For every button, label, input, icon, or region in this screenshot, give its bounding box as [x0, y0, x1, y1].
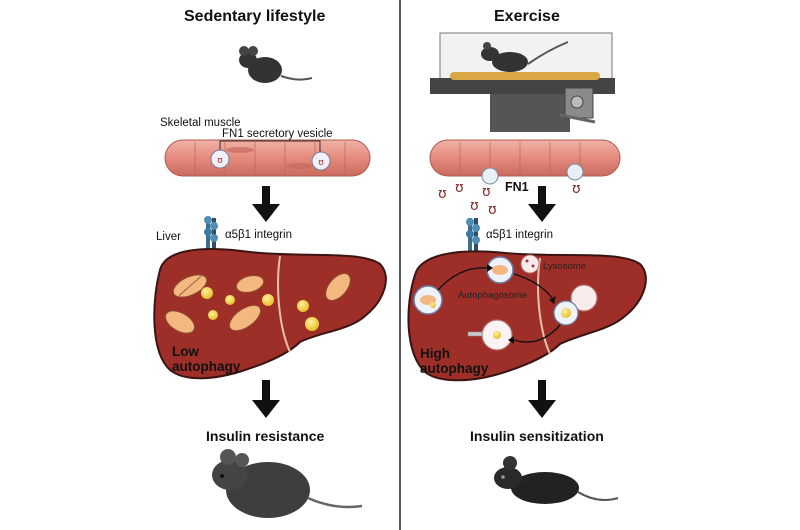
lipid-droplet-icon — [262, 294, 274, 306]
mitochondrion-icon — [325, 272, 351, 302]
integrin-icon — [466, 218, 480, 266]
fn1-label: FN1 — [505, 180, 529, 194]
down-arrow — [528, 380, 556, 418]
integrin-icon — [204, 216, 218, 266]
svg-text:ʊ: ʊ — [318, 158, 324, 168]
high-autophagy-line2: autophagy — [420, 361, 489, 376]
svg-text:ʊ: ʊ — [470, 198, 479, 214]
svg-text:ʊ: ʊ — [217, 156, 223, 166]
mitochondrion-icon — [228, 304, 262, 332]
skeletal-muscle-fiber — [429, 139, 621, 177]
fn1-vesicle-icon: ʊ — [311, 151, 331, 171]
lysosome-label: Lysosome — [543, 261, 586, 272]
treadmill-icon — [430, 32, 615, 132]
lean-mouse-icon — [494, 456, 619, 504]
lipid-droplet-icon — [201, 287, 213, 299]
mitochondrion-icon — [164, 310, 196, 334]
lipid-droplet-icon — [208, 310, 218, 320]
running-mouse-icon — [481, 41, 569, 72]
lipid-droplet-icon — [225, 295, 235, 305]
svg-text:ʊ: ʊ — [438, 186, 447, 202]
autolysosome-icon — [553, 284, 598, 326]
cycle-arrow — [437, 267, 561, 343]
lysosome-icon — [520, 254, 540, 274]
lipid-droplet-icon — [297, 300, 309, 312]
cycle-arrowhead — [487, 264, 556, 344]
down-arrow — [252, 186, 280, 222]
fn1-secreting-vesicle-icon — [481, 163, 584, 185]
liver-shape — [153, 248, 387, 380]
autophagosome-icon — [413, 285, 443, 315]
svg-text:ʊ: ʊ — [572, 181, 581, 197]
vesicle-callout-line — [219, 140, 321, 152]
low-autophagy-label: Low autophagy — [172, 344, 240, 374]
left-integrin-label: α5β1 integrin — [225, 229, 292, 241]
liver-label: Liver — [156, 231, 181, 243]
down-arrow — [252, 380, 280, 418]
right-panel-title: Exercise — [494, 8, 560, 25]
sedentary-mouse-icon — [239, 46, 313, 83]
lipid-droplet-icon — [305, 317, 319, 331]
obese-mouse-icon — [212, 449, 363, 518]
liver-shape — [407, 250, 647, 382]
high-autophagy-line1: High — [420, 346, 450, 361]
mitochondrion-icon — [235, 274, 265, 294]
fn1-vesicle-icon: ʊ — [210, 149, 230, 169]
low-autophagy-line2: autophagy — [172, 359, 241, 374]
fn1-vesicle-label: FN1 secretory vesicle — [222, 128, 333, 140]
right-outcome-label: Insulin sensitization — [470, 428, 604, 444]
left-panel-title: Sedentary lifestyle — [184, 8, 326, 25]
high-autophagy-label: High autophagy — [420, 346, 488, 376]
svg-text:ʊ: ʊ — [455, 180, 464, 196]
left-outcome-label: Insulin resistance — [206, 428, 325, 444]
low-autophagy-line1: Low — [172, 344, 199, 359]
right-integrin-label: α5β1 integrin — [486, 229, 553, 241]
fn1-molecule-icon: ʊ ʊ ʊ ʊ ʊ ʊ — [438, 180, 581, 218]
svg-text:ʊ: ʊ — [482, 184, 491, 200]
down-arrow — [528, 186, 556, 222]
autophagosome-icon — [486, 256, 514, 284]
autophagosome-label: Autophagosome — [458, 290, 528, 301]
skeletal-muscle-label: Skeletal muscle — [160, 117, 241, 129]
degradation-vesicle-icon — [467, 319, 513, 351]
skeletal-muscle-fiber — [164, 139, 371, 177]
mitochondrion-icon — [172, 274, 208, 298]
svg-text:ʊ: ʊ — [488, 202, 497, 218]
